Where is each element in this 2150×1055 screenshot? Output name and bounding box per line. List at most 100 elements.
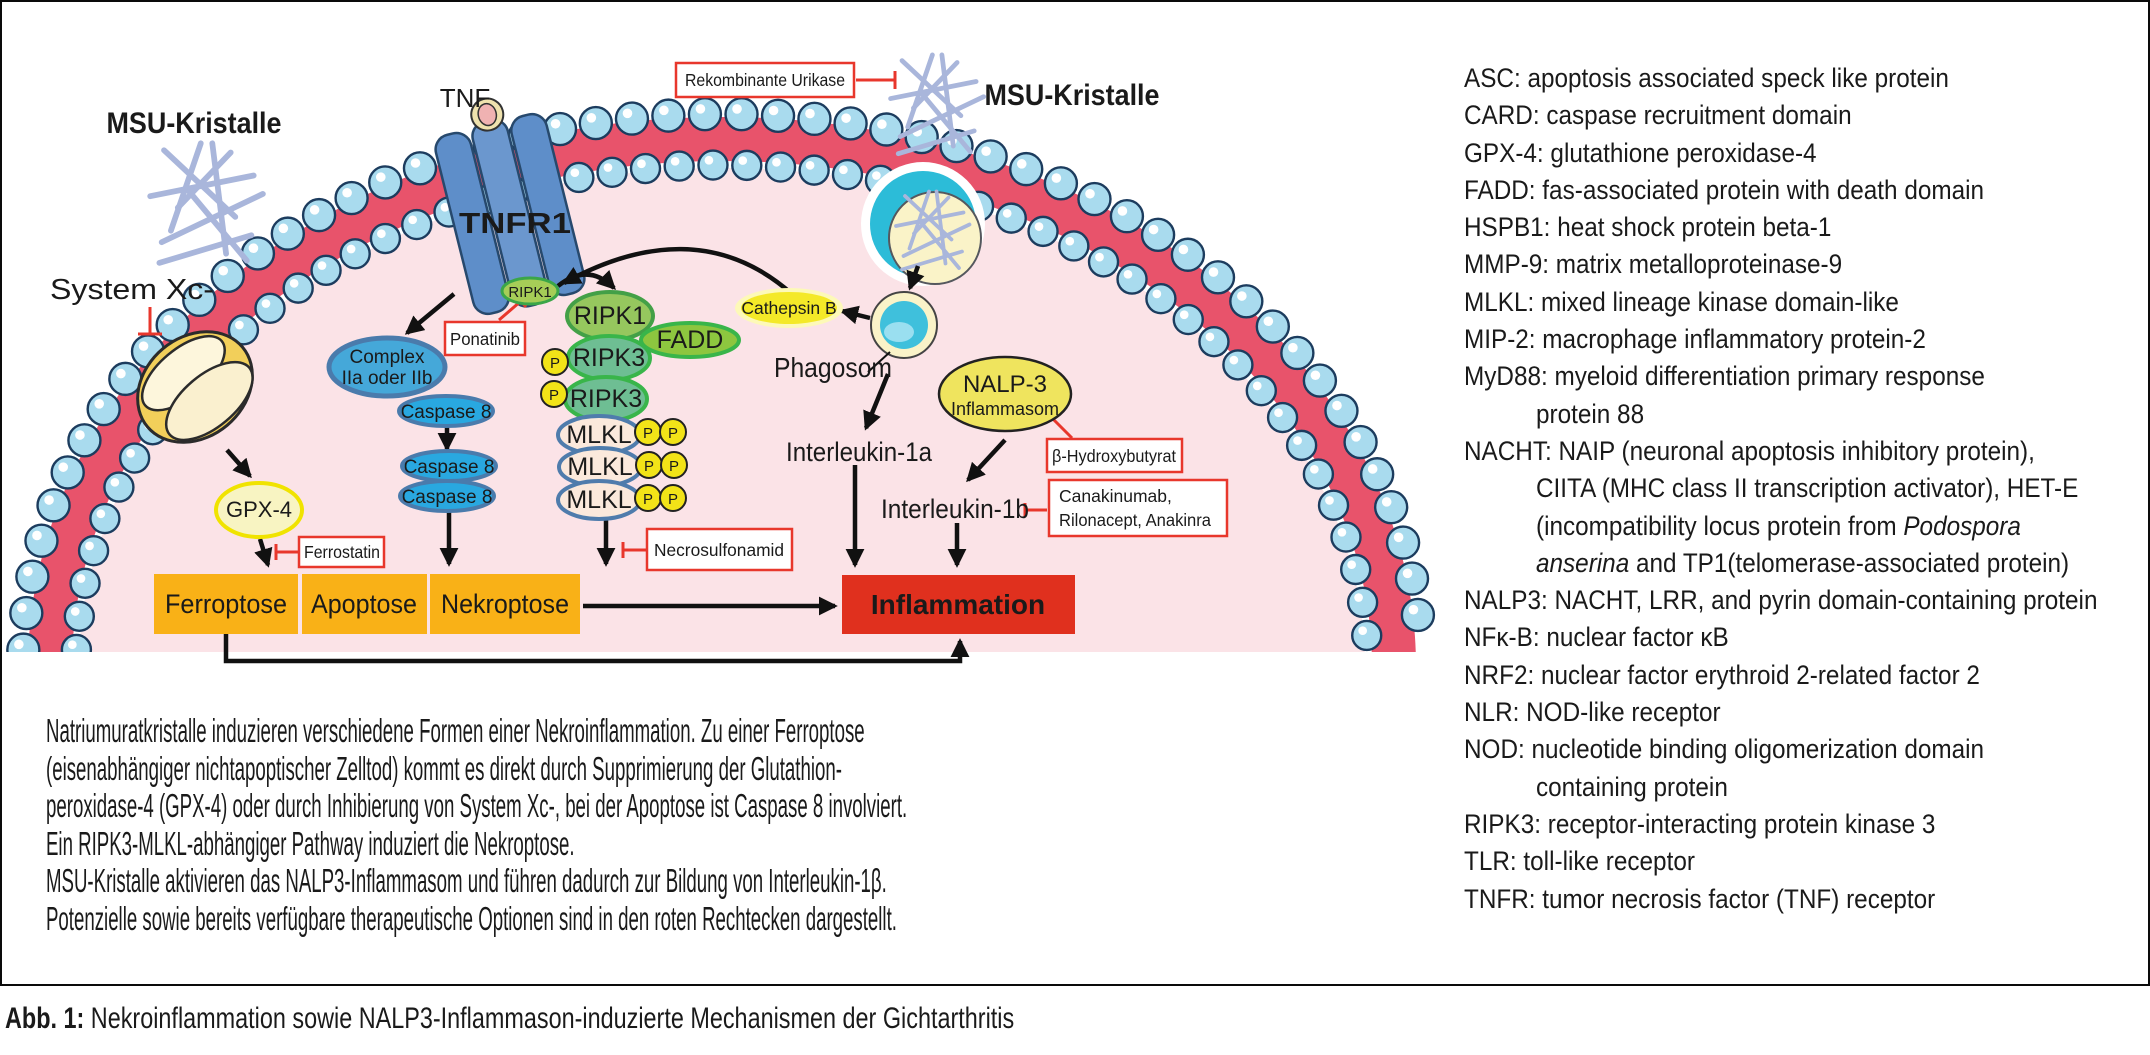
description-line: peroxidase-4 (GPX-4) oder durch Inhibier… bbox=[46, 787, 908, 825]
description-line: Natriumuratkristalle induzieren verschie… bbox=[46, 712, 865, 749]
abbreviation-line: MLKL: mixed lineage kinase domain-like bbox=[1464, 286, 1899, 317]
arrow-ferroptose-loop bbox=[223, 634, 970, 664]
inhibit-ferrostatin bbox=[274, 544, 299, 560]
figure-caption: Abb. 1: Nekroinflammation sowie NALP3-In… bbox=[5, 1002, 1014, 1036]
therapeutic-canakinumab-line1: Canakinumab, bbox=[1059, 486, 1172, 506]
description-line: Ein RIPK3-MLKL-abhängiger Pathway induzi… bbox=[46, 824, 575, 862]
arrow-nalp3-to-il1b bbox=[966, 438, 1007, 483]
label-msu-right: MSU-Kristalle bbox=[985, 79, 1160, 112]
arrow-channel-to-gpx4 bbox=[225, 448, 252, 479]
inhibit-canakinumab-il1b bbox=[1023, 503, 1047, 517]
node-caspase8-3-label: Caspase 8 bbox=[402, 487, 493, 508]
node-ripk3-1-label: RIPK3 bbox=[573, 344, 645, 372]
node-gpx4-label: GPX-4 bbox=[226, 497, 292, 522]
outcome-inflammation-label: Inflammation bbox=[871, 589, 1045, 620]
node-complex-line2: IIa oder IIb bbox=[342, 368, 433, 389]
arrow-phagosom-to-il1a bbox=[863, 373, 891, 431]
node-ripk1-small bbox=[500, 276, 560, 306]
abbreviation-line: protein 88 bbox=[1536, 398, 1645, 429]
outcome-box-ferroptose bbox=[154, 574, 298, 634]
p-label: P bbox=[550, 355, 560, 372]
p-label: P bbox=[644, 458, 654, 475]
abbreviation-line: containing protein bbox=[1536, 771, 1728, 802]
outcome-box-inflammation bbox=[842, 575, 1075, 634]
abbreviation-line: NRF2: nuclear factor erythroid 2-related… bbox=[1464, 659, 1980, 690]
figure-panel: RIPK1 Complex IIa oder IIb RIPK1 RIPK3 R… bbox=[0, 0, 2150, 986]
p-circle bbox=[660, 451, 688, 479]
arrow-gpx4-to-ferroptose bbox=[254, 538, 273, 568]
abbreviation-line: MIP-2: macrophage inflammatory protein-2 bbox=[1464, 324, 1926, 355]
node-caspase8-3 bbox=[398, 479, 496, 513]
node-caspase8-1-label: Caspase 8 bbox=[401, 402, 492, 423]
abbreviation-line: MyD88: myeloid differentiation primary r… bbox=[1464, 361, 1985, 392]
description-line: Potenzielle sowie bereits verfügbare the… bbox=[46, 899, 897, 937]
therapeutic-box-ferrostatin bbox=[297, 535, 386, 569]
node-fadd-label: FADD bbox=[657, 326, 724, 354]
inhibit-urikase-msu bbox=[856, 71, 897, 89]
abbreviation-line: ASC: apoptosis associated speck like pro… bbox=[1464, 63, 1949, 93]
node-complex bbox=[326, 335, 448, 399]
node-nalp3 bbox=[937, 355, 1073, 433]
abbreviation-line: anserina and TP1(telomerase-associated p… bbox=[1536, 547, 2070, 578]
tnfr1-receptor bbox=[434, 97, 586, 316]
inhibit-systemxc bbox=[138, 307, 162, 336]
engulfed-crystal bbox=[861, 162, 985, 286]
abbreviation-line: NALP3: NACHT, LRR, and pyrin domain-cont… bbox=[1464, 585, 2098, 616]
node-cathepsin-label: Cathepsin B bbox=[741, 298, 836, 318]
outcome-box-apoptose bbox=[302, 574, 427, 634]
therapeutic-boxes: Rekombinante Urikase Ponatinib Ferrostat… bbox=[297, 61, 1229, 572]
arrow-receptor-to-complex bbox=[404, 292, 456, 335]
abbreviation-line: GPX-4: glutathione peroxidase-4 bbox=[1464, 137, 1817, 168]
p-label: P bbox=[549, 387, 559, 404]
node-caspase8-1 bbox=[397, 394, 495, 428]
pathway-diagram: RIPK1 Complex IIa oder IIb RIPK1 RIPK3 R… bbox=[6, 2, 1436, 664]
therapeutic-necrosulfonamid-label: Necrosulfonamid bbox=[654, 540, 784, 560]
therapeutic-urikase-label: Rekombinante Urikase bbox=[685, 70, 845, 90]
label-system-xc: System Xc- bbox=[50, 274, 214, 306]
abbreviation-line: TLR: toll-like receptor bbox=[1464, 846, 1695, 877]
phagosome-vesicle bbox=[870, 291, 938, 359]
label-interleukin-1b: Interleukin-1b bbox=[881, 494, 1029, 524]
node-nalp3-line1: NALP-3 bbox=[963, 371, 1047, 398]
outcome-apoptose-label: Apoptose bbox=[311, 589, 417, 619]
abbreviation-line: HSPB1: heat shock protein beta-1 bbox=[1464, 212, 1832, 243]
p-circle bbox=[659, 484, 687, 512]
p-label: P bbox=[668, 491, 678, 508]
description-line: MSU-Kristalle aktivieren das NALP3-Infla… bbox=[46, 862, 887, 900]
label-phagosom: Phagosom bbox=[774, 352, 892, 383]
node-cathepsin bbox=[741, 292, 837, 324]
outcome-nekroptose-label: Nekroptose bbox=[441, 589, 569, 619]
node-fadd bbox=[639, 321, 741, 359]
outcome-box-nekroptose bbox=[430, 574, 580, 634]
therapeutic-box-necrosulfonamid bbox=[645, 527, 794, 572]
inhibit-necrosulfonamid bbox=[621, 542, 647, 558]
label-tnf: TNF bbox=[440, 83, 491, 113]
pathway-arrows bbox=[223, 246, 1007, 664]
therapeutic-canakinumab-line2: Rilonacept, Anakinra bbox=[1059, 510, 1211, 530]
arrow-to-ripk1-complex bbox=[556, 269, 617, 291]
arrow-phagosome-to-cathepsin bbox=[839, 305, 871, 325]
abbreviation-list: ASC: apoptosis associated speck like pro… bbox=[1464, 60, 2097, 918]
abbreviation-line: MMP-9: matrix metalloproteinase-9 bbox=[1464, 249, 1843, 280]
abbreviation-line: CARD: caspase recruitment domain bbox=[1464, 100, 1852, 131]
cell-membrane bbox=[6, 96, 1436, 652]
p-circle bbox=[659, 418, 687, 446]
node-mlkl-1-label: MLKL bbox=[566, 421, 631, 449]
membrane-band bbox=[28, 117, 1416, 652]
p-circle bbox=[541, 348, 569, 376]
abbreviation-line: RIPK3: receptor-interacting protein kina… bbox=[1464, 808, 1936, 839]
node-caspase8-2-label: Caspase 8 bbox=[404, 457, 495, 478]
node-ripk1-small-label: RIPK1 bbox=[508, 284, 551, 301]
abbreviation-line: CIITA (MHC class II transcription activa… bbox=[1536, 473, 2079, 504]
p-label: P bbox=[668, 425, 678, 442]
therapeutic-box-bhb bbox=[1045, 437, 1184, 474]
description-line: (eisenabhängiger nichtapoptischer Zellto… bbox=[46, 749, 842, 787]
caption-label: Abb. 1: bbox=[5, 1002, 85, 1035]
system-xc-channel bbox=[136, 330, 254, 444]
p-label: P bbox=[669, 458, 679, 475]
abbreviation-line: TNFR: tumor necrosis factor (TNF) recept… bbox=[1464, 883, 1936, 914]
label-interleukin-1a: Interleukin-1a bbox=[786, 437, 933, 467]
caption-text: Nekroinflammation sowie NALP3-Inflammaso… bbox=[84, 1002, 1015, 1035]
node-gpx4 bbox=[214, 481, 304, 539]
node-complex-line1: Complex bbox=[350, 347, 425, 368]
